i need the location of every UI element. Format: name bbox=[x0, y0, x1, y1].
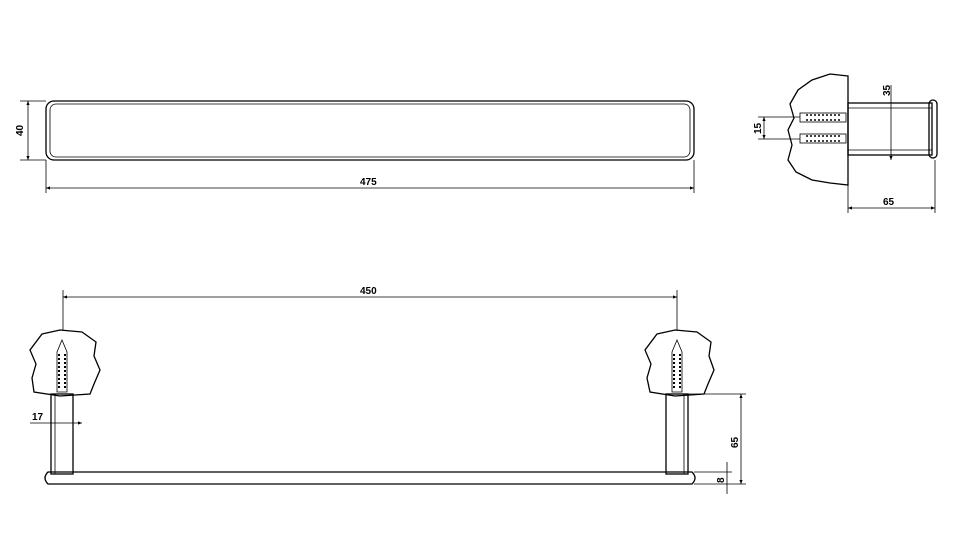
side-view: 35 15 65 bbox=[753, 73, 938, 213]
dim-front-bar-thickness: 8 bbox=[716, 477, 727, 483]
dim-front-center-distance: 450 bbox=[360, 286, 377, 297]
front-view: 450 17 65 8 bbox=[29, 286, 746, 494]
post-left bbox=[50, 393, 74, 475]
bracket-cap bbox=[928, 99, 938, 159]
dim-top-length: 475 bbox=[360, 177, 377, 188]
wall-section-right bbox=[644, 329, 715, 397]
wall-section bbox=[787, 73, 849, 186]
dim-front-post-width: 17 bbox=[32, 412, 44, 423]
dim-side-screw-spacing: 15 bbox=[753, 122, 764, 134]
towel-bar bbox=[44, 471, 696, 485]
dim-side-projection: 65 bbox=[883, 197, 895, 208]
dim-side-diameter: 35 bbox=[882, 84, 893, 96]
post-right bbox=[665, 393, 689, 475]
bar-top-outline bbox=[45, 100, 695, 161]
dim-top-height: 40 bbox=[15, 124, 26, 136]
wall-section-left bbox=[29, 329, 101, 397]
dim-front-projection: 65 bbox=[730, 436, 741, 448]
top-view: 40 475 bbox=[15, 100, 695, 193]
bracket-cylinder bbox=[847, 102, 933, 156]
